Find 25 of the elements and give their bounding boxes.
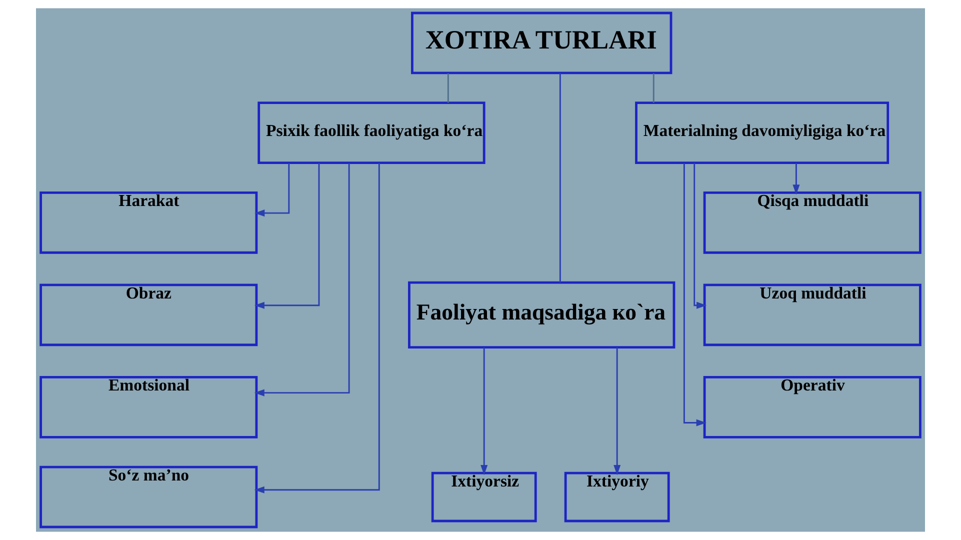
connector <box>447 73 449 103</box>
node-box: Operativ <box>703 376 922 438</box>
arrow <box>683 163 706 426</box>
node-box: Obraz <box>40 284 258 346</box>
node-box: Uzoq muddatli <box>703 284 922 346</box>
node-box: Emotsional <box>40 376 258 438</box>
arrow <box>254 162 380 494</box>
arrow <box>480 347 488 476</box>
node-box: XOTIRA TURLARI <box>411 12 672 74</box>
node-box: Ixtiyorsiz <box>431 472 537 522</box>
arrow <box>792 163 800 195</box>
connector <box>652 73 654 103</box>
node-box: Materialning davomiyligiga ko‘ra <box>635 102 890 164</box>
arrow <box>254 163 290 217</box>
node-box: Qisqa muddatli <box>703 192 922 254</box>
arrow <box>614 347 621 476</box>
node-box: Psixik faollik faoliyatiga ko‘ra <box>258 102 486 164</box>
node-box: Ixtiyoriy <box>564 472 670 522</box>
node-box: So‘z ma’no <box>40 466 258 528</box>
connector <box>559 73 561 283</box>
node-box: Faoliyat maqsadiga ко`ra <box>408 281 676 348</box>
arrow <box>254 163 350 396</box>
arrow <box>694 162 707 309</box>
node-box: Harakat <box>40 192 258 254</box>
arrow <box>254 162 320 309</box>
